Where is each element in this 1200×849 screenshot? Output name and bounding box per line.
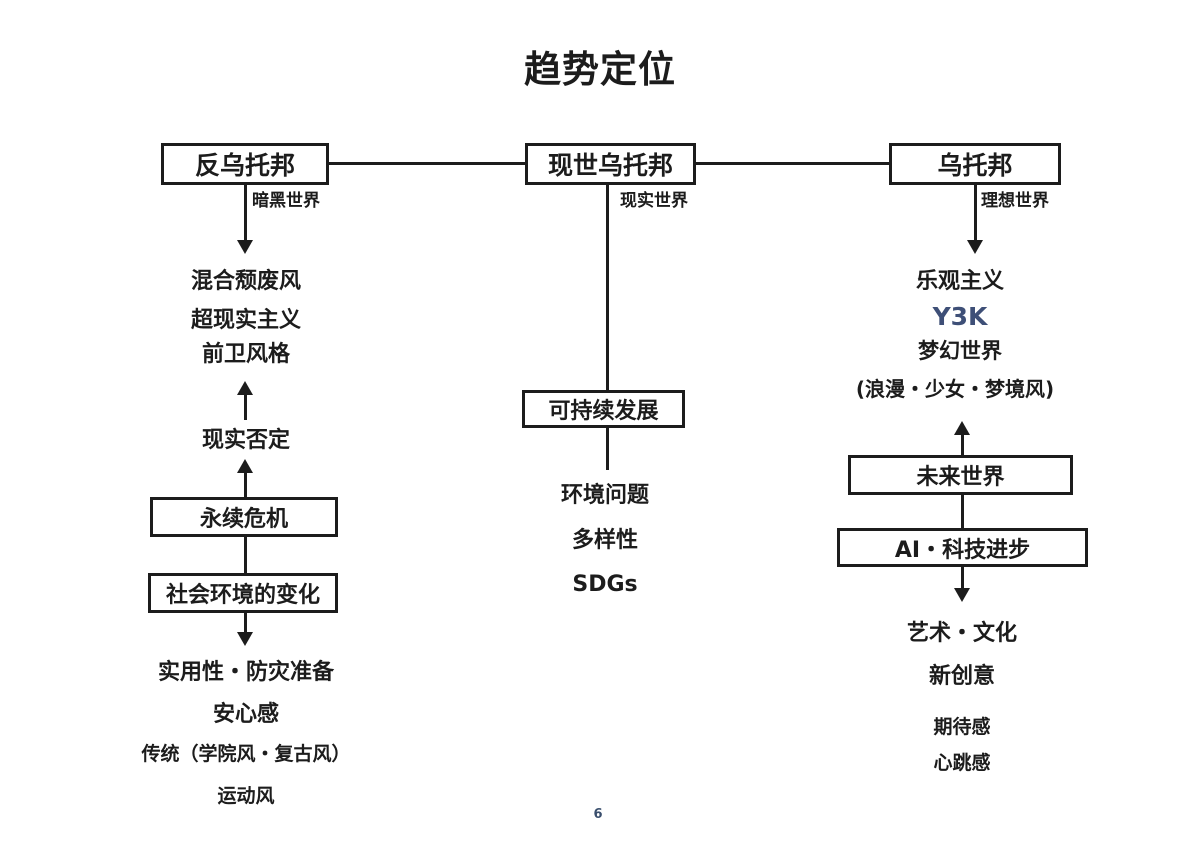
utopia-line [961,434,964,455]
page-title: 趋势定位 [524,48,676,91]
dystopia-bottom-1: 实用性・防灾准备 [157,660,335,685]
dystopia-line [244,394,247,420]
utopia-bottom-2: 新创意 [928,664,996,689]
node-social-environment-change: 社会环境的变化 [148,573,338,613]
dystopia-style-1: 混合颓废风 [190,269,302,294]
label-real-world: 现实世界 [620,191,688,211]
present-utopia-line [606,428,609,470]
node-perpetual-crisis-label: 永续危机 [199,507,288,532]
utopia-bottom-3: 期待感 [933,716,991,738]
utopia-line [961,567,964,588]
node-present-utopia: 现世乌托邦 [525,143,696,185]
utopia-bottom-4: 心跳感 [933,752,991,774]
utopia-style-y3k: Y3K [932,302,988,331]
node-present-utopia-label: 现世乌托邦 [547,151,673,180]
down-arrowhead-icon [967,240,983,254]
utopia-style-3: 梦幻世界 [918,339,1002,363]
node-sustainable-development: 可持续发展 [522,390,685,428]
dystopia-line [244,537,247,573]
present-utopia-line [606,185,609,390]
dystopia-bottom-3: 传统（学院风・复古风） [141,743,351,765]
label-dark-world: 暗黑世界 [252,191,320,211]
down-arrowhead-icon [237,240,253,254]
node-utopia-label: 乌托邦 [937,151,1013,180]
dystopia-style-3: 前卫风格 [201,342,291,367]
connector-present-utopia [696,162,889,165]
node-dystopia: 反乌托邦 [161,143,329,185]
label-ideal-world: 理想世界 [981,191,1049,211]
down-arrowhead-icon [237,632,253,646]
dystopia-line [244,613,247,633]
present-utopia-item-2: 多样性 [571,528,639,553]
connector-dystopia-present [329,162,525,165]
down-arrowhead-icon [954,588,970,602]
node-social-environment-change-label: 社会环境的变化 [165,583,320,608]
dystopia-bottom-2: 安心感 [212,702,280,727]
page-number: 6 [593,807,603,822]
node-future-world: 未来世界 [848,455,1073,495]
utopia-style-4: (浪漫・少女・梦境风) [855,377,1055,401]
node-utopia: 乌托邦 [889,143,1061,185]
dystopia-bottom-4: 运动风 [217,785,275,807]
node-sustainable-development-label: 可持续发展 [548,399,659,424]
dystopia-line [244,185,247,241]
node-future-world-label: 未来世界 [916,465,1005,490]
node-dystopia-label: 反乌托邦 [194,151,295,180]
dystopia-style-2: 超现实主义 [190,308,302,333]
present-utopia-item-1: 环境问题 [560,483,650,508]
utopia-line [961,495,964,528]
utopia-style-1: 乐观主义 [915,269,1005,294]
utopia-bottom-1: 艺术・文化 [906,621,1018,646]
utopia-line [974,185,977,241]
node-ai-tech-progress-label: AI・科技进步 [894,537,1031,563]
up-arrowhead-icon [237,459,253,473]
label-reality-denial: 现实否定 [201,428,291,453]
node-ai-tech-progress: AI・科技进步 [837,528,1088,567]
up-arrowhead-icon [954,421,970,435]
node-perpetual-crisis: 永续危机 [150,497,338,537]
present-utopia-item-3: SDGs [572,572,638,597]
up-arrowhead-icon [237,381,253,395]
dystopia-line [244,472,247,499]
